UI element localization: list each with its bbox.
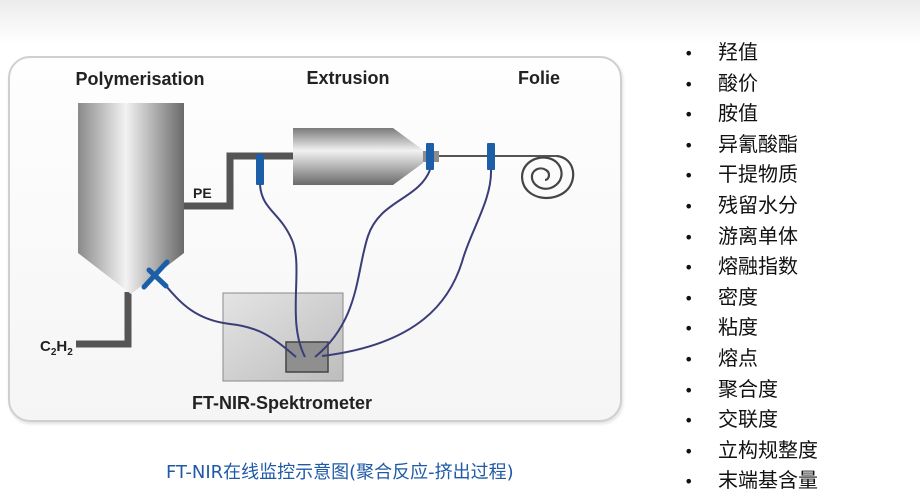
bullet-icon: • (684, 349, 694, 369)
property-label: 立构规整度 (718, 437, 818, 462)
optical-fibers (165, 169, 493, 358)
bullet-icon: • (684, 288, 694, 308)
pe-line-probe (256, 154, 264, 185)
bullet-icon: • (684, 44, 694, 63)
property-label: 游离单体 (718, 223, 798, 248)
property-list-item: • 聚合度 (684, 375, 818, 406)
property-label: 熔点 (718, 345, 758, 370)
folie-label: Folie (518, 68, 560, 88)
property-list-item: • 酸价 (684, 69, 818, 100)
polymerisation-label: Polymerisation (75, 69, 204, 89)
bullet-icon: • (684, 441, 694, 461)
property-label: 末端基含量 (718, 468, 818, 493)
property-list-item: • 残留水分 (684, 191, 818, 222)
bullet-icon: • (684, 319, 694, 339)
bullet-icon: • (684, 74, 694, 94)
property-list-item: • 熔融指数 (684, 252, 818, 283)
c2h2-label: C2H2 (40, 338, 73, 358)
bullet-icon: • (684, 135, 694, 155)
property-label: 异氰酸酯 (718, 131, 798, 156)
property-label: 干提物质 (718, 162, 798, 187)
pipe-c2h2 (76, 292, 132, 348)
bullet-icon: • (684, 472, 694, 492)
property-list-item: • 粘度 (684, 313, 818, 344)
property-list-item: • 熔点 (684, 344, 818, 375)
extrusion-label: Extrusion (306, 68, 389, 88)
property-list-item: • 胺值 (684, 99, 818, 130)
film-probe (487, 143, 495, 170)
bullet-icon: • (684, 227, 694, 247)
property-list-item: • 立构规整度 (684, 436, 818, 467)
reactor-probe (141, 259, 170, 290)
property-list-item: • 交联度 (684, 405, 818, 436)
bullet-icon: • (684, 411, 694, 431)
film-roll-spiral (520, 154, 575, 200)
extruder-probe (426, 143, 434, 170)
property-list-item: • 干提物质 (684, 160, 818, 191)
bullet-icon: • (684, 105, 694, 125)
property-list-item: • 游离单体 (684, 222, 818, 253)
property-label: 粘度 (718, 315, 758, 340)
property-label: 残留水分 (718, 192, 798, 217)
property-label: 密度 (718, 284, 758, 309)
bullet-icon: • (684, 166, 694, 186)
pe-label: PE (193, 185, 212, 201)
reactor-vessel (78, 103, 184, 294)
bullet-icon: • (684, 380, 694, 400)
property-list-item: • 密度 (684, 283, 818, 314)
property-list-item: • 末端基含量 (684, 466, 818, 497)
property-label: 羟值 (718, 40, 758, 64)
spectrometer-box (222, 292, 344, 382)
property-list-item: • 羟值 (684, 38, 818, 69)
bullet-icon: • (684, 196, 694, 216)
property-label: 胺值 (718, 101, 758, 126)
figure-caption: FT-NIR在线监控示意图(聚合反应-挤出过程) (166, 462, 514, 483)
spectrometer-label: FT-NIR-Spektrometer (192, 393, 372, 413)
property-label: 酸价 (718, 70, 758, 95)
extruder (293, 128, 439, 185)
property-label: 聚合度 (718, 376, 778, 401)
property-label: 熔融指数 (718, 254, 798, 279)
property-list-item: • 异氰酸酯 (684, 130, 818, 161)
bullet-icon: • (684, 258, 694, 278)
property-list: • 羟值 • 酸价 • 胺值 • 异氰酸酯 • 干提物质 • 残留水分 • 游离单体 • 熔融指数 • 密度 • 粘度… (684, 38, 818, 497)
property-label: 交联度 (718, 407, 778, 432)
header-band (0, 0, 920, 44)
